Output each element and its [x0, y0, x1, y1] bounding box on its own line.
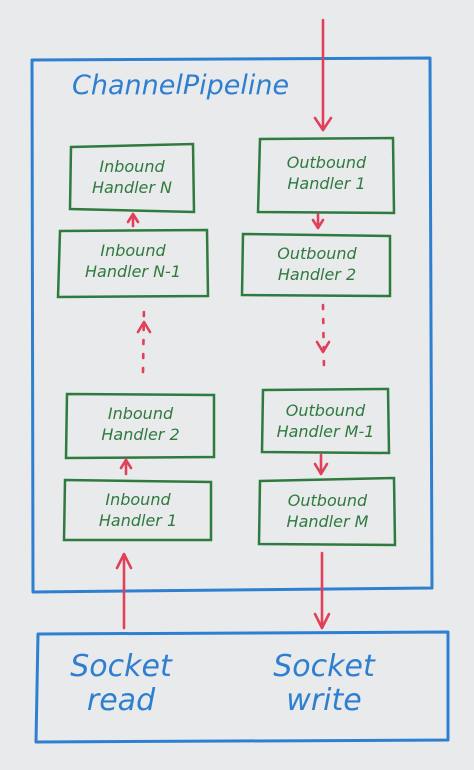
socket-frame — [34, 630, 450, 744]
socket-read-line2: read — [86, 683, 156, 718]
outbound-handler-m-line1: Outbound — [287, 491, 368, 510]
outbound-handler-1-line1: Outbound — [286, 153, 367, 172]
inbound-handler-n-box — [68, 142, 196, 214]
inbound-handler-n-line1: Inbound — [99, 157, 165, 176]
outbound-handler-m-label: Outbound Handler M — [261, 490, 394, 532]
arrowhead-inbound-n-1-to-n — [126, 212, 140, 224]
arrowhead-outbound-1-to-2 — [311, 218, 325, 230]
outbound-handler-2-line2: Handler 2 — [277, 265, 357, 284]
outbound-handler-m-1-line2: Handler M-1 — [276, 422, 375, 441]
arrowhead-inbound-dotted — [136, 320, 152, 334]
arrowhead-socket-read-to-inbound-1 — [115, 552, 133, 570]
arrowhead-into-outbound-handler-1 — [313, 116, 333, 132]
inbound-handler-n-1-line2: Handler N-1 — [84, 262, 181, 281]
outbound-handler-2-box — [240, 232, 392, 298]
outbound-handler-1-label: Outbound Handler 1 — [260, 152, 393, 194]
inbound-handler-1-label: Inbound Handler 1 — [66, 489, 210, 531]
arrowhead-outbound-dotted — [315, 340, 331, 354]
arrowhead-outbound-m-to-socket-write — [313, 612, 331, 630]
outbound-handler-m-line2: Handler M — [286, 512, 369, 531]
pipeline-title: ChannelPipeline — [72, 70, 290, 101]
inbound-handler-n-line2: Handler N — [91, 178, 173, 197]
inbound-handler-n-label: Inbound Handler N — [72, 156, 192, 198]
outbound-handler-m-box — [257, 476, 397, 547]
outbound-handler-1-box — [256, 136, 396, 215]
channel-pipeline-frame — [30, 56, 434, 594]
inbound-handler-1-line2: Handler 1 — [98, 511, 178, 530]
outbound-handler-2-line1: Outbound — [277, 244, 357, 263]
inbound-handler-2-box — [64, 392, 216, 460]
inbound-handler-n-1-box — [56, 228, 210, 299]
socket-write-line2: write — [286, 683, 362, 718]
outbound-handler-m-1-label: Outbound Handler M-1 — [263, 400, 388, 442]
outbound-handler-2-label: Outbound Handler 2 — [244, 243, 390, 285]
arrowhead-inbound-1-to-2 — [119, 458, 133, 470]
arrowhead-outbound-m-1-to-m — [313, 462, 329, 476]
inbound-handler-2-line2: Handler 2 — [101, 425, 180, 444]
outbound-handler-m-1-line1: Outbound — [285, 401, 366, 420]
socket-read-label: Socket read — [46, 650, 196, 718]
inbound-handler-n-1-line1: Inbound — [100, 241, 166, 260]
inbound-handler-2-line1: Inbound — [107, 404, 174, 423]
arrow-outbound-2-to-m-1-dotted — [321, 303, 326, 372]
arrow-inbound-2-to-n-1-dotted — [141, 304, 146, 374]
outbound-handler-1-line2: Handler 1 — [287, 174, 366, 193]
socket-read-line1: Socket — [70, 649, 172, 684]
outbound-handler-m-1-box — [260, 387, 391, 455]
inbound-handler-1-line1: Inbound — [105, 490, 171, 509]
inbound-handler-n-1-label: Inbound Handler N-1 — [60, 240, 206, 282]
socket-write-line1: Socket — [273, 649, 375, 684]
socket-write-label: Socket write — [244, 650, 404, 718]
inbound-handler-2-label: Inbound Handler 2 — [68, 403, 213, 445]
inbound-handler-1-box — [62, 478, 213, 542]
